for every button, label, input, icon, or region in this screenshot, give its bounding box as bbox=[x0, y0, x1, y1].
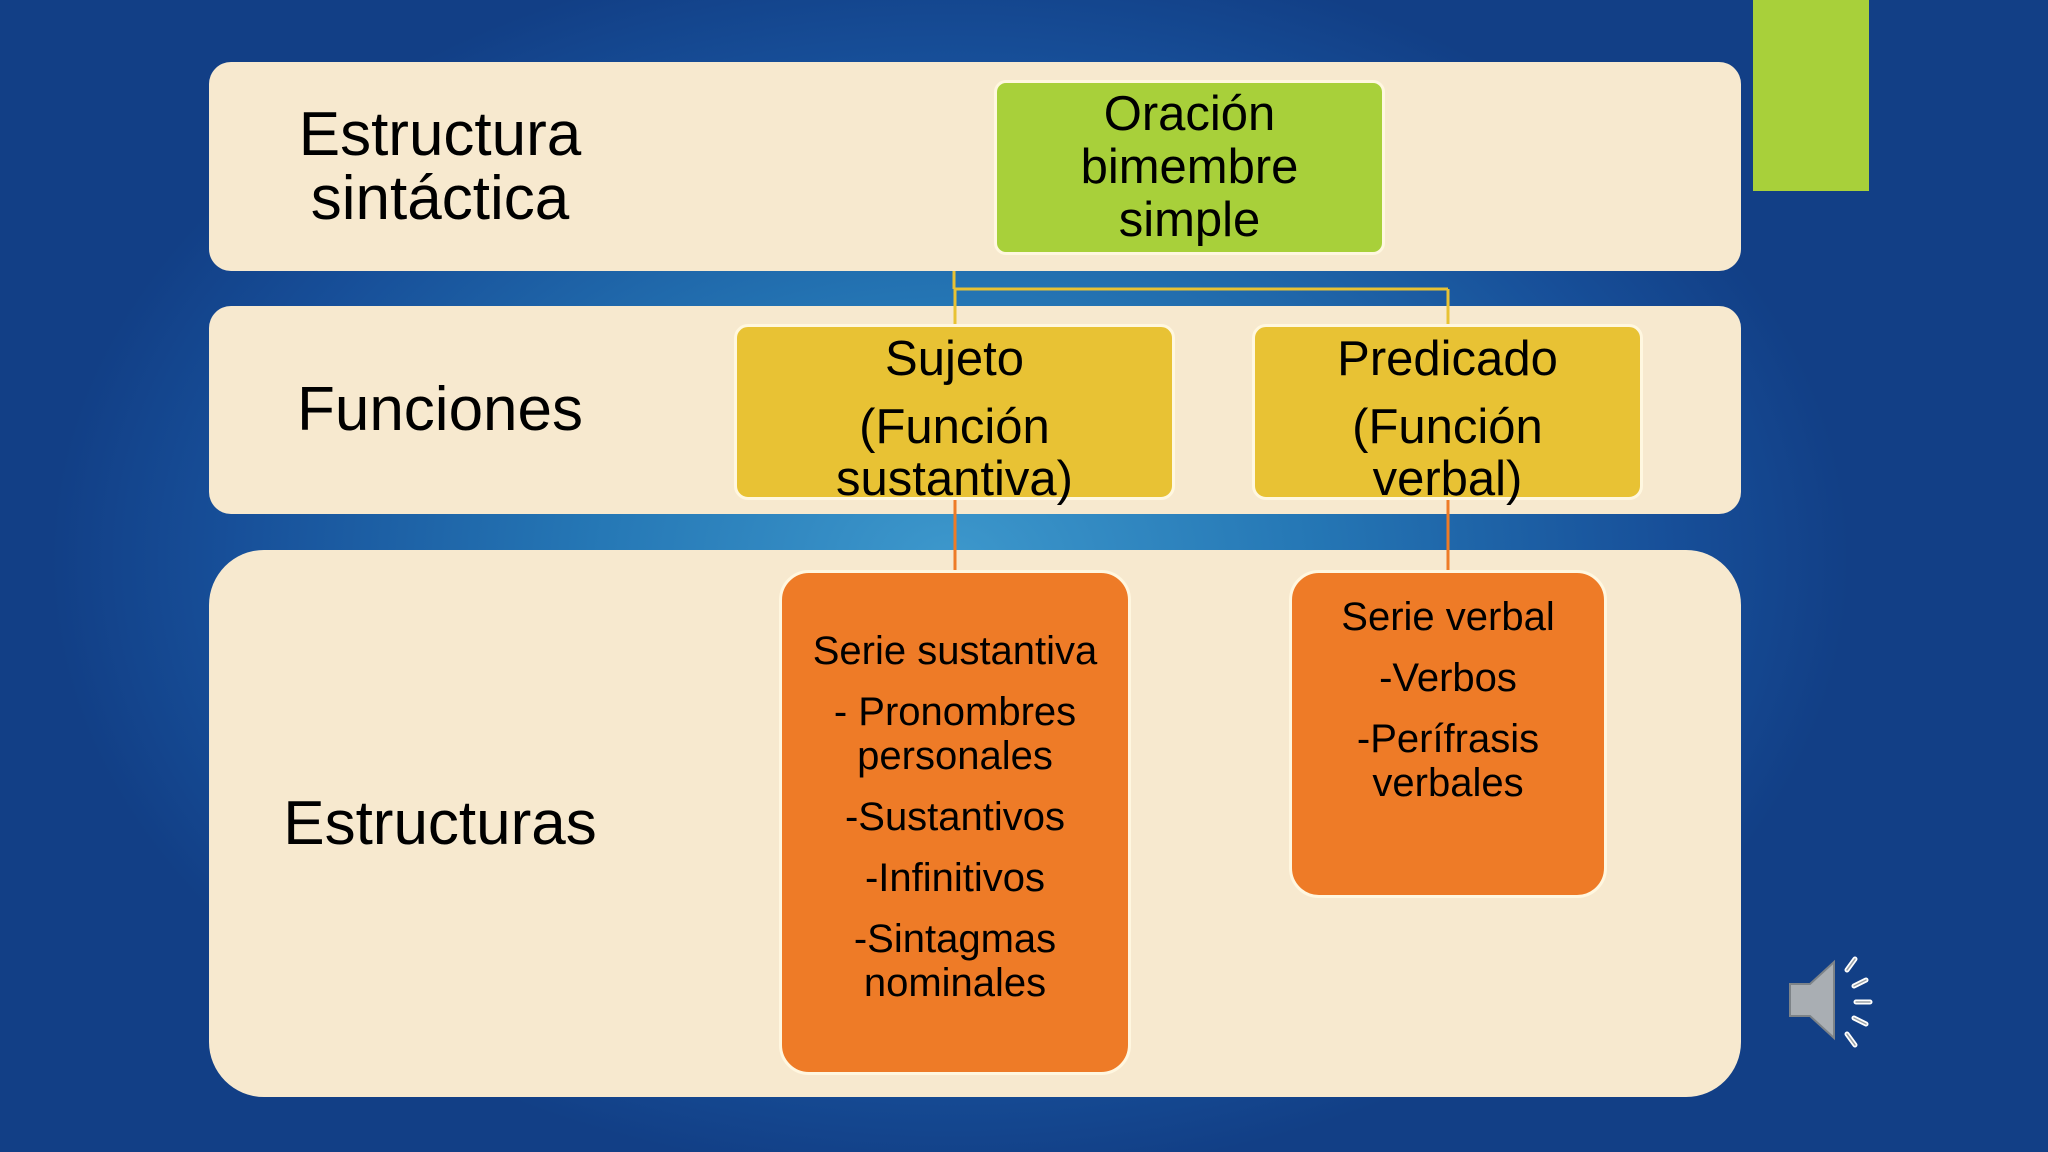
node-serie-verbal: Serie verbal -Verbos -Perífrasis verbale… bbox=[1289, 570, 1607, 898]
accent-bar bbox=[1753, 0, 1869, 191]
serie-verbal-heading: Serie verbal bbox=[1341, 595, 1555, 639]
sujeto-title: Sujeto bbox=[885, 332, 1024, 386]
band-estructura-sintactica bbox=[209, 62, 1741, 271]
serie-sustantiva-heading: Serie sustantiva bbox=[812, 629, 1098, 673]
predicado-subtitle: (Función verbal) bbox=[1352, 400, 1543, 506]
serie-sustantiva-item: -Infinitivos bbox=[864, 856, 1046, 900]
predicado-title: Predicado bbox=[1337, 332, 1558, 386]
label-estructuras: Estructuras bbox=[283, 788, 597, 858]
node-sujeto: Sujeto (Función sustantiva) bbox=[734, 324, 1175, 505]
node-serie-sustantiva: Serie sustantiva - Pronombres personales… bbox=[779, 570, 1131, 1075]
serie-verbal-item: -Verbos bbox=[1379, 656, 1517, 700]
serie-sustantiva-item: - Pronombres personales bbox=[833, 690, 1077, 778]
label-estructura-sintactica: Estructura sintáctica bbox=[298, 99, 582, 233]
serie-sustantiva-item: -Sintagmas nominales bbox=[853, 917, 1057, 1005]
node-predicado: Predicado (Función verbal) bbox=[1252, 324, 1643, 505]
serie-sustantiva-item: -Sustantivos bbox=[844, 795, 1066, 839]
node-oracion-bimembre-simple: Oración bimembre simple bbox=[994, 80, 1385, 255]
speaker-icon[interactable] bbox=[1784, 950, 1894, 1050]
serie-verbal-item: -Perífrasis verbales bbox=[1356, 717, 1540, 805]
label-funciones: Funciones bbox=[296, 375, 584, 444]
sujeto-subtitle: (Función sustantiva) bbox=[836, 400, 1073, 506]
